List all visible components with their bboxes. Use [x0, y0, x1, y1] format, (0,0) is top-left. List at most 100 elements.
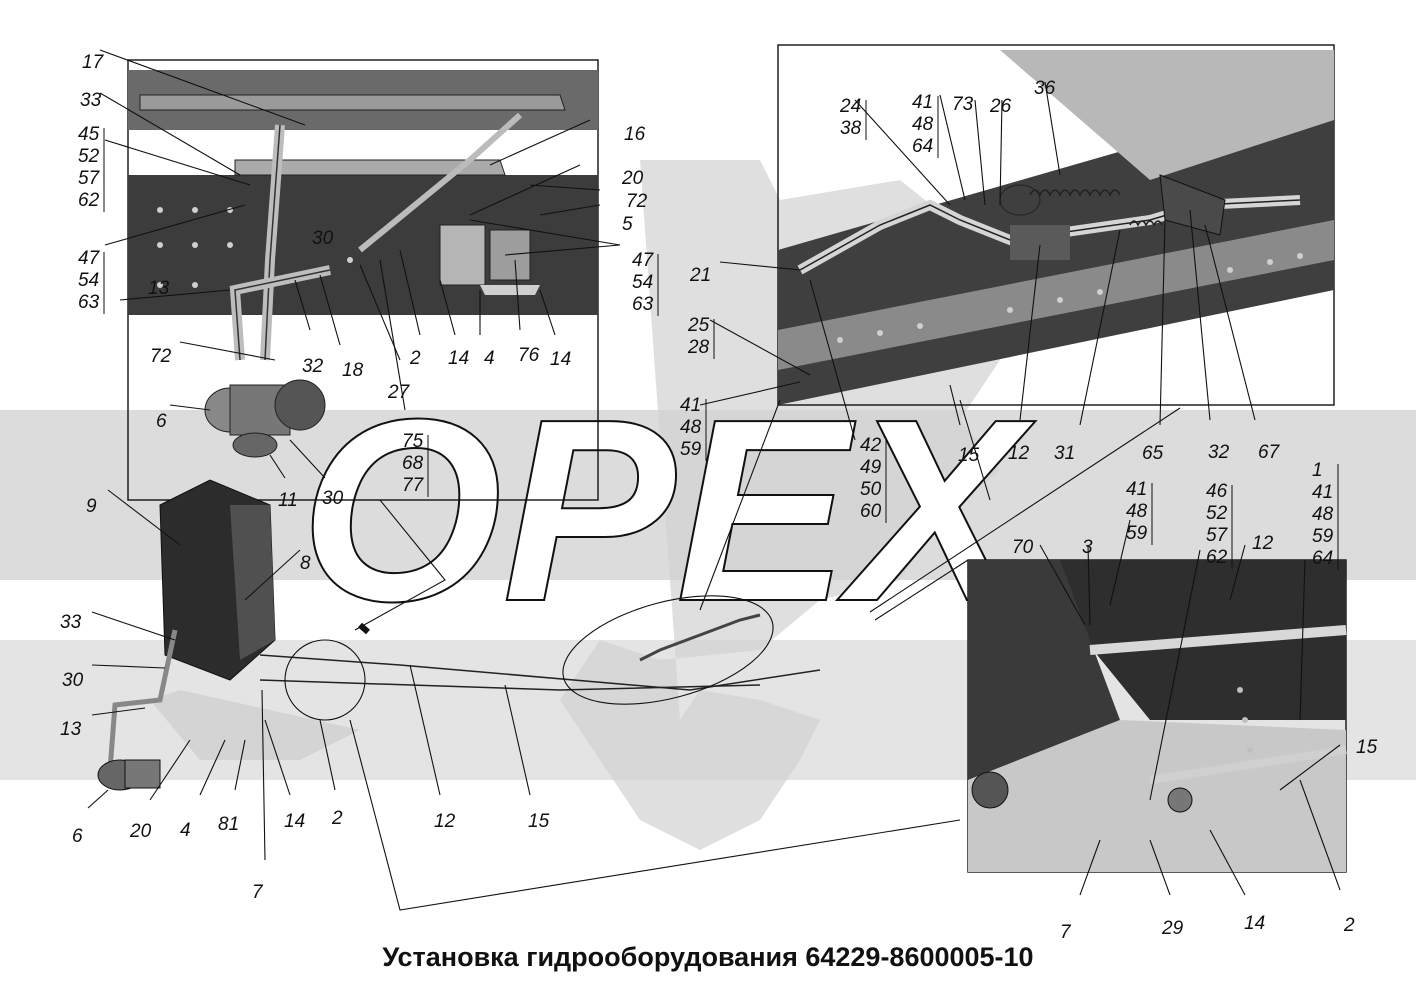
inset-bottom-right — [967, 559, 1347, 873]
callout-number: 48 — [912, 114, 934, 135]
callout-group: 30 — [312, 228, 334, 249]
callout-number: 13 — [148, 278, 170, 299]
callout-number: 29 — [1161, 918, 1184, 939]
callout-group: 13 — [148, 278, 170, 299]
callout-number: 38 — [840, 118, 862, 139]
callout-number: 27 — [387, 382, 411, 403]
callout-number: 17 — [82, 52, 105, 73]
callout-group: 72 — [150, 346, 172, 367]
callout-number: 77 — [402, 475, 425, 496]
callout-group: 17 — [82, 52, 105, 73]
callout-group: 20 — [129, 821, 152, 842]
callout-number: 76 — [518, 345, 540, 366]
callout-number: 11 — [278, 490, 298, 511]
callout-number: 32 — [1208, 442, 1230, 463]
callout-number: 52 — [78, 146, 100, 167]
callout-number: 68 — [402, 453, 424, 474]
callout-number: 62 — [78, 190, 100, 211]
inset-top-left — [127, 59, 599, 501]
callout-number: 54 — [632, 272, 653, 293]
callout-number: 72 — [626, 191, 648, 212]
callout-number: 50 — [860, 479, 882, 500]
callout-group: 33 — [60, 612, 82, 633]
callout-number: 18 — [342, 360, 364, 381]
callout-group: 36 — [1034, 78, 1056, 99]
callout-number: 57 — [78, 168, 101, 189]
callout-number: 57 — [1206, 525, 1229, 546]
callout-group: 27 — [387, 382, 411, 403]
callout-number: 14 — [1244, 913, 1265, 934]
callout-group: 6 — [72, 826, 83, 847]
callout-group: 31 — [1054, 443, 1075, 464]
callout-group: 81 — [218, 814, 239, 835]
callout-number: 12 — [1252, 533, 1274, 554]
callout-group: 15 — [1356, 737, 1378, 758]
callout-number: 20 — [621, 168, 644, 189]
callout-number: 2 — [331, 808, 343, 829]
callout-number: 41 — [1126, 479, 1147, 500]
callout-number: 72 — [150, 346, 172, 367]
callout-group: 70 — [1012, 537, 1034, 558]
callout-number: 12 — [434, 811, 456, 832]
callout-number: 8 — [300, 553, 311, 574]
drawing-caption: Установка гидрооборудования 64229-860000… — [382, 942, 1034, 972]
callout-group: 12 — [1008, 443, 1030, 464]
callout-number: 48 — [1126, 501, 1148, 522]
callout-group: 13 — [60, 719, 82, 740]
callout-number: 7 — [1060, 922, 1072, 943]
callout-number: 5 — [622, 214, 633, 235]
callout-group: 73 — [952, 94, 974, 115]
callout-group: 76 — [518, 345, 540, 366]
callout-number: 49 — [860, 457, 882, 478]
callout-number: 30 — [62, 670, 84, 691]
callout-number: 59 — [680, 439, 702, 460]
callout-number: 52 — [1206, 503, 1228, 524]
callout-group: 30 — [62, 670, 84, 691]
callout-number: 26 — [989, 96, 1012, 117]
callout-number: 33 — [80, 90, 102, 111]
callout-group: 2 — [1343, 915, 1355, 936]
callout-group: 21 — [689, 265, 711, 286]
callout-number: 15 — [958, 445, 980, 466]
callout-group: 16 — [624, 124, 646, 145]
callout-group: 4 — [484, 348, 495, 369]
callout-group: 14 — [284, 811, 305, 832]
callout-group: 65 — [1142, 443, 1164, 464]
callout-group: 29 — [1161, 918, 1184, 939]
callout-number: 16 — [624, 124, 646, 145]
callout-number: 75 — [402, 431, 424, 452]
callout-number: 6 — [72, 826, 83, 847]
callout-number: 60 — [860, 501, 882, 522]
callout-group: 2 — [409, 348, 421, 369]
callout-number: 54 — [78, 270, 99, 291]
leader-lines — [87, 49, 1341, 896]
callout-number: 41 — [912, 92, 933, 113]
callout-number: 21 — [689, 265, 711, 286]
callout-number: 4 — [180, 820, 191, 841]
callout-group: 20 — [621, 168, 644, 189]
callout-number: 42 — [860, 435, 882, 456]
callout-number: 64 — [912, 136, 933, 157]
callout-group: 14 — [550, 349, 571, 370]
callout-group: 14 — [448, 348, 469, 369]
callout-group: 11 — [278, 490, 298, 511]
callout-number: 41 — [1312, 482, 1333, 503]
detail-callouts — [284, 399, 1181, 911]
callout-number: 47 — [78, 248, 101, 269]
callout-number: 30 — [322, 488, 344, 509]
callout-number: 81 — [218, 814, 239, 835]
main-view — [97, 479, 821, 791]
svg-text:ОРЕХ: ОРЕХ — [300, 366, 1036, 656]
callout-number: 45 — [78, 124, 100, 145]
callout-number: 24 — [839, 96, 861, 117]
callout-group: 26 — [989, 96, 1012, 117]
callout-group: 15 — [528, 811, 550, 832]
callout-group: 15 — [958, 445, 980, 466]
callout-number: 33 — [60, 612, 82, 633]
